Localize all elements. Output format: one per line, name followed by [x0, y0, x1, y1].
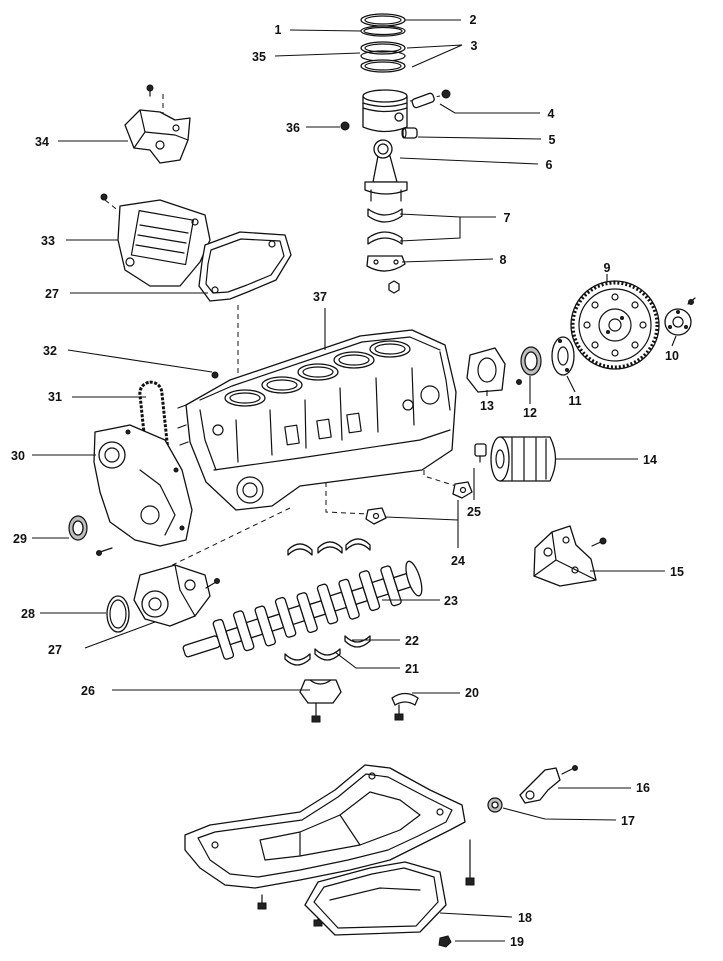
- piston-pin-clip: [441, 89, 451, 99]
- callout-7: 7: [504, 211, 511, 225]
- upper-oil-pan: [184, 764, 466, 889]
- rod-bearing-shells: [367, 208, 403, 245]
- upper-main-bearing-shells: [287, 538, 371, 556]
- callout-31: 31: [48, 390, 62, 404]
- callout-9: 9: [604, 261, 611, 275]
- flywheel-spacer-plate: [551, 336, 575, 376]
- lower-main-bearing-shells: [284, 635, 371, 666]
- small-end-bushing: [401, 127, 418, 139]
- water-pump-gasket: [106, 595, 130, 633]
- piston-ring-top: [360, 13, 406, 27]
- accessory-bracket: [124, 84, 191, 164]
- callout-18: 18: [518, 911, 532, 925]
- callout-6: 6: [546, 158, 553, 172]
- piston: [362, 89, 408, 133]
- callout-27-water-pump: 27: [48, 643, 62, 657]
- callout-15: 15: [670, 565, 684, 579]
- oil-cooler-gasket: [198, 231, 292, 302]
- callout-20: 20: [465, 686, 479, 700]
- callout-33: 33: [41, 234, 55, 248]
- lower-oil-pan: [304, 861, 447, 936]
- callout-25: 25: [467, 505, 481, 519]
- callout-labels: 1 2 35 3 4 36 5 6 7 8 9 10 11 12 13 14 1…: [11, 13, 684, 949]
- assembly-guide-lines: [104, 94, 457, 573]
- timing-chain: [138, 380, 170, 466]
- piston-pin: [411, 92, 435, 109]
- oil-pressure-sensor: [474, 443, 487, 463]
- callout-26: 26: [81, 684, 95, 698]
- callout-27-gasket: 27: [45, 287, 59, 301]
- flywheel: [570, 280, 660, 370]
- callout-30: 30: [11, 449, 25, 463]
- rear-oil-seal: [520, 346, 542, 376]
- oil-strainer-o-ring: [487, 797, 503, 813]
- flywheel-flange-plate: [664, 297, 696, 336]
- drain-plug: [438, 935, 452, 948]
- oil-pan-long-bolt: [465, 839, 475, 886]
- rear-seal-retainer: [466, 347, 522, 393]
- crankshaft-front-seal: [68, 515, 88, 541]
- callout-17: 17: [621, 814, 635, 828]
- cylinder-block: [177, 329, 457, 511]
- callout-35: 35: [252, 50, 266, 64]
- rod-cap-nut: [388, 280, 400, 294]
- crankshaft: [182, 560, 423, 660]
- thrust-washer-clip: [391, 692, 419, 721]
- callout-14: 14: [643, 453, 657, 467]
- callout-11: 11: [568, 394, 581, 408]
- piston-pin-bolt: [340, 121, 350, 131]
- engine-mount-bracket: [533, 525, 607, 587]
- callout-37: 37: [313, 290, 327, 304]
- callout-12: 12: [523, 406, 537, 420]
- knock-sensor-lower: [365, 507, 387, 525]
- callout-19: 19: [510, 935, 524, 949]
- callout-4: 4: [548, 107, 555, 121]
- callout-1: 1: [275, 23, 282, 37]
- piston-ring-oil: [360, 41, 406, 73]
- timing-chain-cover: [93, 424, 193, 556]
- oil-filter: [490, 436, 557, 482]
- water-pump: [133, 564, 220, 627]
- callout-3: 3: [471, 39, 478, 53]
- callout-28: 28: [21, 607, 35, 621]
- callout-21: 21: [405, 662, 419, 676]
- callout-5: 5: [549, 133, 556, 147]
- knock-sensor-upper: [452, 481, 473, 499]
- piston-ring-second: [360, 25, 406, 37]
- callout-36: 36: [286, 121, 300, 135]
- rod-cap: [366, 255, 406, 272]
- callout-2: 2: [470, 13, 477, 27]
- callout-32: 32: [43, 344, 57, 358]
- callout-10: 10: [665, 349, 679, 363]
- callout-13: 13: [480, 399, 494, 413]
- block-dowel-pin: [211, 371, 219, 379]
- callout-8: 8: [500, 253, 507, 267]
- oil-strainer: [519, 765, 578, 804]
- callout-29: 29: [13, 532, 27, 546]
- callout-34: 34: [35, 135, 49, 149]
- callout-22: 22: [405, 634, 419, 648]
- callout-16: 16: [636, 781, 650, 795]
- oil-cooler: [100, 193, 211, 287]
- leader-lines: [32, 19, 677, 942]
- main-bearing-cap: [299, 679, 342, 723]
- connecting-rod: [364, 139, 408, 202]
- callout-23: 23: [444, 594, 458, 608]
- callout-24: 24: [451, 554, 465, 568]
